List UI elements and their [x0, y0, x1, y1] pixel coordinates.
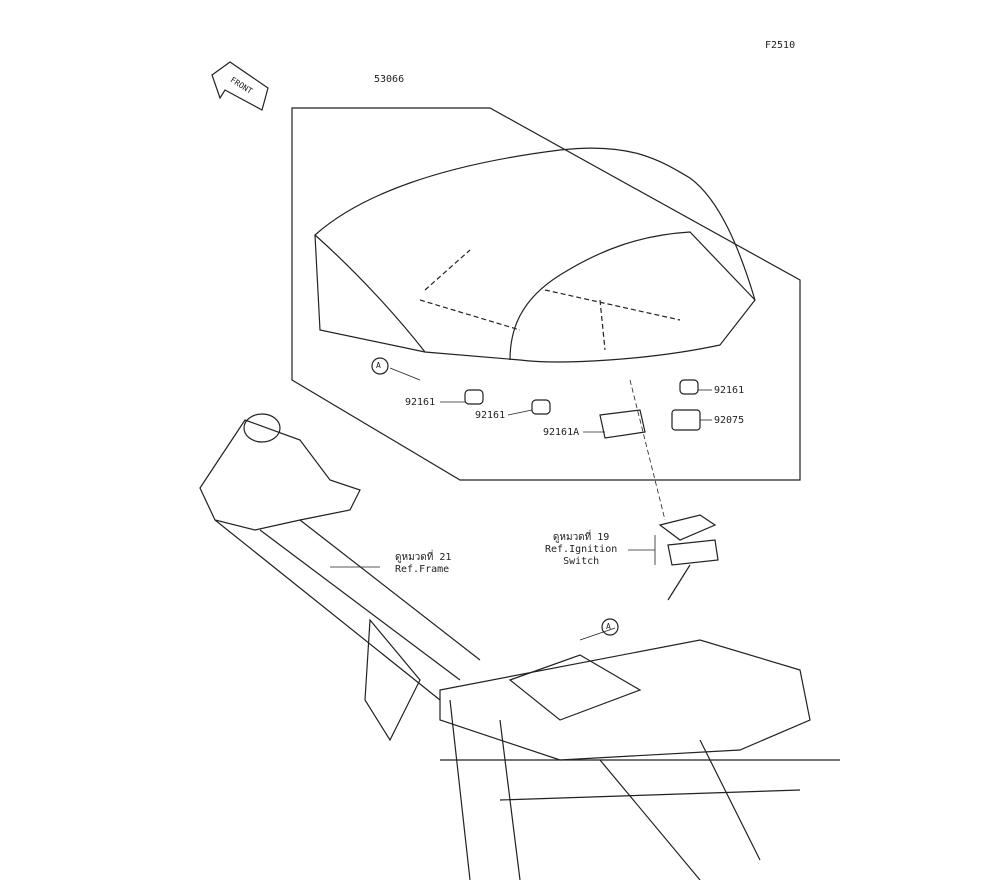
part-number: 92161 — [475, 410, 506, 421]
ref-line: Switch — [563, 556, 600, 567]
ref-thai: ดูหมวดที่ 19 — [552, 532, 610, 543]
callout-a-top — [371, 357, 389, 375]
frame — [199, 413, 840, 880]
callout-label: A — [606, 622, 611, 631]
part-number-seat: 53066 — [374, 74, 405, 85]
ref-thai: ดูหมวดที่ 21 — [395, 552, 452, 563]
leader-lines — [330, 367, 712, 641]
grommets — [464, 379, 701, 439]
front-arrow-icon — [211, 61, 269, 111]
part-number: 92161 — [405, 397, 436, 408]
part-number: 92161A — [543, 427, 580, 438]
callout-label: A — [376, 361, 381, 370]
ref-line: Ref.Frame — [395, 564, 450, 575]
callout-a-bottom — [601, 618, 619, 636]
ignition-switch — [658, 514, 719, 601]
figure-code: F2510 — [765, 40, 796, 51]
part-number: 92161 — [714, 385, 745, 396]
ref-frame[interactable]: ดูหมวดที่ 21 Ref.Frame — [395, 552, 451, 576]
part-number: 92075 — [714, 415, 745, 426]
seat — [314, 147, 756, 363]
seat-assembly-box — [291, 107, 801, 481]
ref-ignition-switch[interactable]: ดูหมวดที่ 19 Ref.Ignition Switch — [545, 532, 617, 568]
ref-line: Ref.Ignition — [545, 544, 618, 555]
